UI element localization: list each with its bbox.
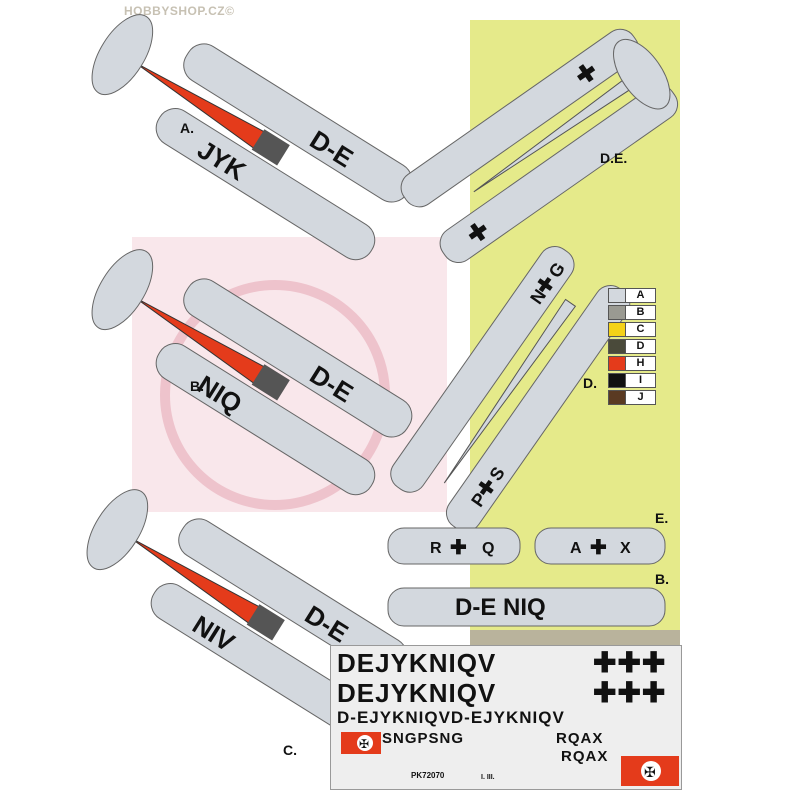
wing-registration: D-E NIQ	[455, 594, 546, 621]
balkenkreuz-icon: ✚✚✚	[593, 647, 667, 678]
profile-label-b: B.	[190, 378, 204, 394]
color-key: J	[626, 390, 656, 405]
decal-line-5b: RQAX	[561, 748, 609, 765]
color-row: B	[608, 305, 656, 320]
profile-label-a: A.	[180, 120, 194, 136]
color-row: A	[608, 288, 656, 303]
decal-code: PK72070	[411, 771, 445, 780]
decal-small: I. III.	[481, 774, 495, 781]
color-swatch	[608, 373, 626, 388]
wing-code-r: R	[430, 540, 442, 557]
color-row: C	[608, 322, 656, 337]
color-swatch	[608, 322, 626, 337]
color-row: J	[608, 390, 656, 405]
swastika-icon: ✠	[644, 764, 656, 780]
color-key: B	[626, 305, 656, 320]
wing-code-a: A	[570, 540, 582, 557]
decal-line-2: DEJYKNIQV	[337, 678, 497, 708]
color-swatch	[608, 356, 626, 371]
wing-label-e: E.	[655, 510, 669, 526]
decal-sheet: DEJYKNIQV ✚✚✚ DEJYKNIQV ✚✚✚ D-EJYKNIQVD-…	[330, 645, 682, 790]
color-swatch	[608, 305, 626, 320]
color-key: C	[626, 322, 656, 337]
balkenkreuz-icon: ✚	[590, 537, 607, 559]
decal-line-5: RQAX	[556, 730, 604, 747]
color-key: H	[626, 356, 656, 371]
color-row: I	[608, 373, 656, 388]
profile-label-d: D.	[583, 375, 597, 391]
swastika-icon: ✠	[359, 737, 369, 751]
color-swatch	[608, 288, 626, 303]
color-swatch	[608, 390, 626, 405]
decal-line-1: DEJYKNIQV	[337, 648, 497, 678]
color-key: I	[626, 373, 656, 388]
wing-label-b: B.	[655, 571, 669, 587]
tail-flag-left: ✠	[341, 732, 381, 754]
wing-code-q: Q	[482, 540, 494, 557]
watermark: HOBBYSHOP.CZ©	[124, 4, 235, 18]
decal-line-3: D-EJYKNIQVD-EJYKNIQV	[337, 708, 565, 727]
color-key: A	[626, 288, 656, 303]
profile-label-c: C.	[283, 742, 297, 758]
color-row: D	[608, 339, 656, 354]
color-swatch	[608, 339, 626, 354]
color-row: H	[608, 356, 656, 371]
wing-code-x: X	[620, 540, 631, 557]
tail-flag-right: ✠	[621, 756, 679, 786]
color-key: D	[626, 339, 656, 354]
profile-label-de: D.E.	[600, 150, 628, 166]
balkenkreuz-icon: ✚	[450, 537, 467, 559]
decal-line-4: PSNGPSNG	[371, 730, 465, 747]
color-legend: A B C D H I J	[608, 288, 656, 407]
balkenkreuz-icon: ✚✚✚	[593, 677, 667, 708]
